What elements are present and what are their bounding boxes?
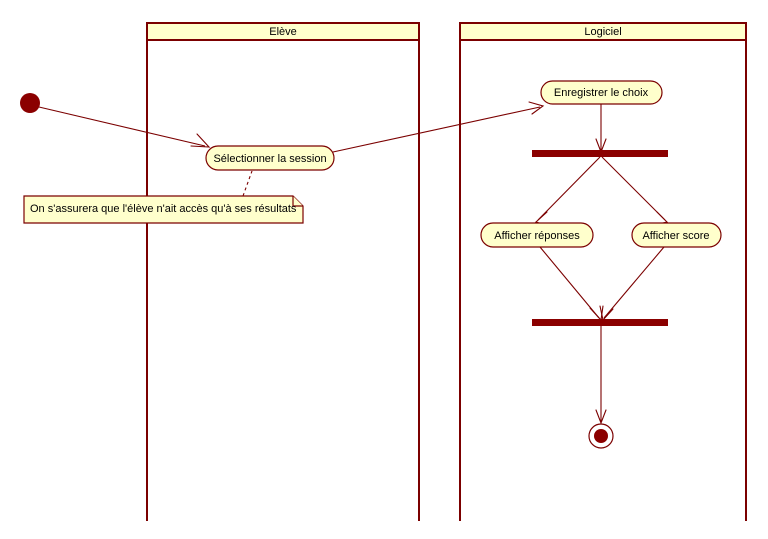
final-node-dot — [594, 429, 608, 443]
final-node[interactable] — [588, 423, 614, 449]
action-node-afficher-score[interactable]: Afficher score — [631, 222, 722, 248]
swimlane-eleve-label: Elève — [269, 26, 297, 38]
action-node-afficher-score-shape — [631, 222, 722, 248]
note-eleve[interactable]: On s'assurera que l'élève n'ait accès qu… — [23, 195, 304, 224]
note-eleve-text: On s'assurera que l'élève n'ait accès qu… — [30, 203, 297, 215]
swimlane-eleve-header-border — [146, 22, 420, 41]
action-node-afficher-reponses-label: Afficher réponses — [494, 230, 580, 242]
action-node-selectionner-la-session[interactable]: Sélectionner la session — [205, 145, 335, 171]
edge-afficher-reponses-to-join — [539, 246, 604, 322]
join-bar[interactable] — [532, 319, 668, 326]
initial-node[interactable] — [20, 93, 40, 113]
swimlane-logiciel[interactable]: Logiciel — [459, 22, 747, 521]
edge-fork-to-afficher-reponses — [534, 156, 601, 227]
action-node-enregistrer-le-choix[interactable]: Enregistrer le choix — [540, 80, 663, 105]
edge-start-to-selectionner — [38, 106, 211, 148]
edge-fork-to-afficher-score — [601, 156, 669, 226]
swimlane-logiciel-header-border — [459, 22, 747, 41]
swimlane-logiciel-label: Logiciel — [584, 26, 621, 38]
action-node-afficher-reponses-shape — [480, 222, 594, 248]
action-node-afficher-reponses[interactable]: Afficher réponses — [480, 222, 594, 248]
note-anchor-dashed-link — [242, 170, 253, 197]
swimlane-eleve[interactable]: Elève — [146, 22, 420, 521]
note-eleve-shape — [23, 195, 304, 224]
edge-afficher-score-to-join — [599, 246, 665, 322]
swimlane-eleve-header-fill — [147, 23, 419, 40]
swimlane-logiciel-header-fill — [460, 23, 746, 40]
edge-enregistrer-to-fork — [595, 104, 607, 154]
action-node-selectionner-label: Sélectionner la session — [213, 153, 326, 165]
initial-node-dot — [20, 93, 40, 113]
note-eleve-fold-icon — [292, 196, 303, 207]
action-node-enregistrer-label: Enregistrer le choix — [554, 87, 649, 99]
action-node-selectionner-shape — [205, 145, 335, 171]
edge-join-to-final — [595, 326, 607, 425]
action-node-afficher-score-label: Afficher score — [642, 230, 709, 242]
fork-bar[interactable] — [532, 150, 668, 157]
edge-selectionner-to-enregistrer — [332, 101, 545, 153]
